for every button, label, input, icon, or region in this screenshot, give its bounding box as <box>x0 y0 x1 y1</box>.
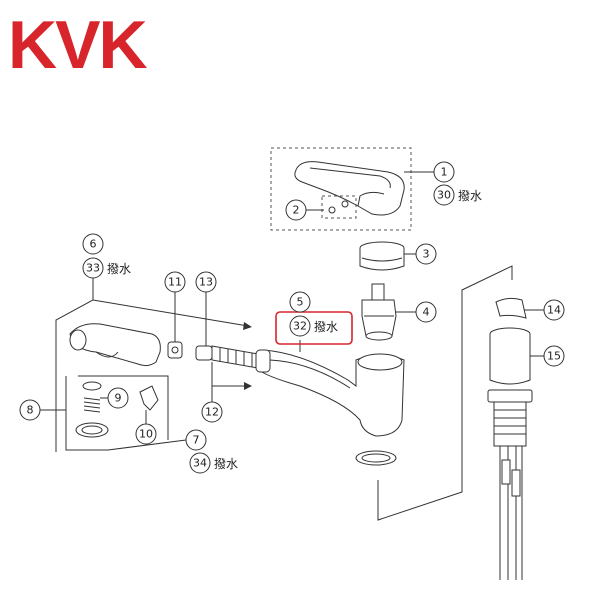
screw-group-box <box>321 195 357 219</box>
svg-text:3: 3 <box>423 248 430 261</box>
spring <box>83 397 101 413</box>
svg-text:15: 15 <box>547 350 561 363</box>
small-nut <box>167 341 183 359</box>
clip <box>139 385 159 411</box>
arrowhead-6 <box>243 322 252 330</box>
callout-4: 4 <box>415 301 437 323</box>
svg-text:32: 32 <box>293 320 307 333</box>
label-34: 撥水 <box>214 456 238 471</box>
callout-8: 8 <box>19 399 41 421</box>
group-bracket-7 <box>78 375 169 440</box>
svg-text:10: 10 <box>139 428 153 441</box>
faucet-body <box>261 349 405 437</box>
svg-text:7: 7 <box>193 434 200 447</box>
label-30: 撥水 <box>458 188 482 203</box>
svg-text:13: 13 <box>199 276 213 289</box>
callout-10: 10 <box>135 423 157 445</box>
callout-2: 2 <box>285 199 307 221</box>
under-counter-bracket <box>377 265 513 521</box>
group-bracket-6 <box>55 278 94 452</box>
callout-11: 11 <box>164 271 186 293</box>
highlight-box <box>275 311 353 345</box>
shank-and-hoses <box>493 401 527 580</box>
svg-text:33: 33 <box>86 262 100 275</box>
group-bracket-8 <box>65 376 108 451</box>
svg-text:5: 5 <box>297 296 304 309</box>
svg-text:4: 4 <box>423 306 430 319</box>
callout-33: 33 <box>82 257 104 279</box>
svg-text:9: 9 <box>115 392 122 405</box>
svg-text:11: 11 <box>168 276 182 289</box>
callout-15: 15 <box>543 345 565 367</box>
label-33: 撥水 <box>107 261 131 276</box>
arrow-6 <box>92 299 249 327</box>
mounting-nut <box>487 327 533 403</box>
lever-handle <box>294 161 405 216</box>
svg-text:2: 2 <box>293 204 300 217</box>
cartridge <box>361 283 397 341</box>
callout-13: 13 <box>195 271 217 293</box>
callout-6: 6 <box>82 233 104 255</box>
callout-5: 5 <box>289 291 311 313</box>
callout-7: 7 <box>185 429 207 451</box>
callout-9: 9 <box>107 387 129 409</box>
cap-nut <box>359 241 405 271</box>
svg-text:14: 14 <box>547 304 561 317</box>
callout-34: 34 <box>189 452 211 474</box>
base-gasket <box>355 450 397 466</box>
retaining-clip <box>495 297 527 319</box>
callout-14: 14 <box>543 299 565 321</box>
svg-text:34: 34 <box>193 457 207 470</box>
spray-ring <box>75 422 109 438</box>
callout-12: 12 <box>201 401 223 423</box>
label-32: 撥水 <box>314 319 338 334</box>
callout-30: 30 <box>433 184 455 206</box>
lever-group-box <box>270 147 412 231</box>
shower-head <box>69 323 161 367</box>
callout-3: 3 <box>415 243 437 265</box>
svg-text:1: 1 <box>441 166 448 179</box>
svg-text:12: 12 <box>205 406 219 419</box>
svg-text:30: 30 <box>437 189 451 202</box>
kvk-logo: KVK <box>8 7 147 83</box>
callout-32: 32 <box>289 315 311 337</box>
svg-text:6: 6 <box>90 238 97 251</box>
o-ring <box>82 381 102 391</box>
callout-1: 1 <box>433 161 455 183</box>
screw-a <box>328 206 336 214</box>
screw-b <box>341 200 349 208</box>
hose <box>195 345 271 373</box>
svg-text:8: 8 <box>27 404 34 417</box>
arrowhead-12 <box>244 382 252 390</box>
leader-7 <box>107 439 187 451</box>
